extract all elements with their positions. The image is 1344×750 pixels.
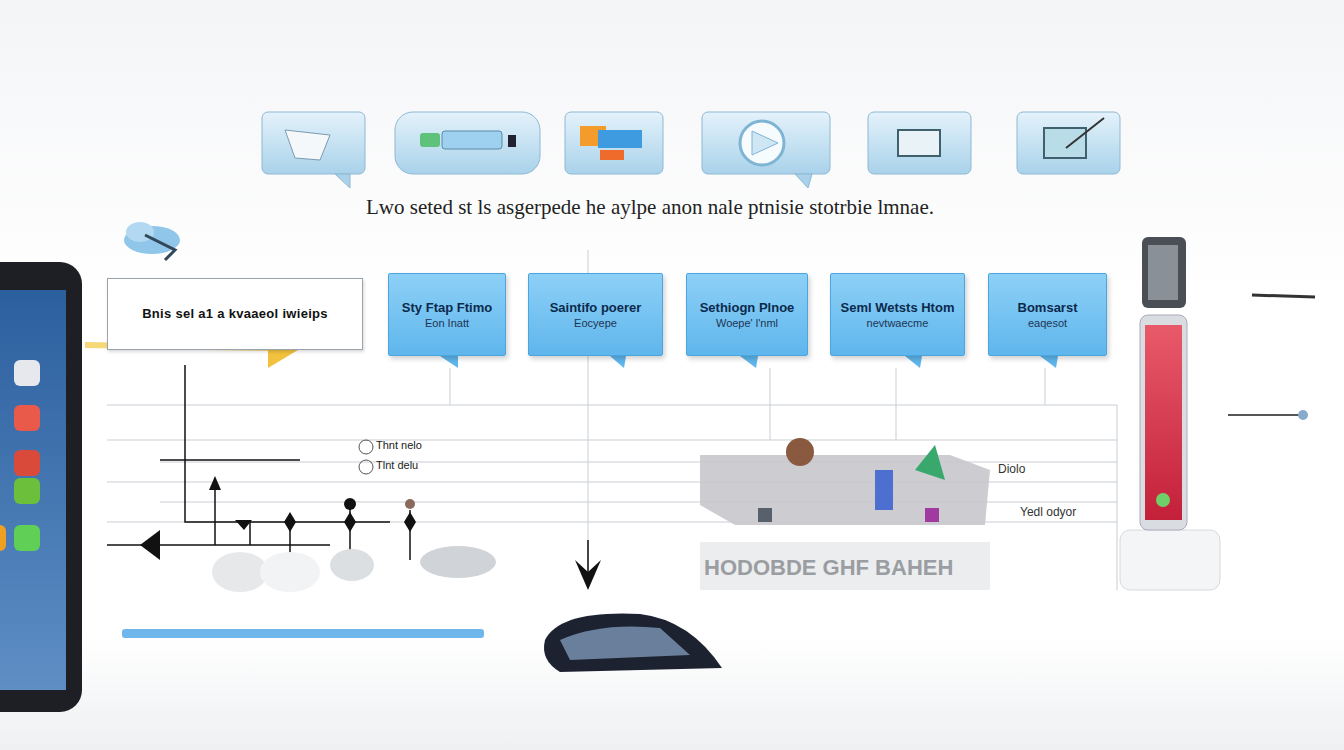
small-label: Thnt nelo [376,439,422,451]
image-panel [700,438,990,590]
callout-bubble: Seml Wetsts Htomnevtwaecme [830,273,965,356]
callout-bubble: Bomsarsteaqesot [988,273,1107,356]
box-body: nevtwaecme [867,316,929,330]
box-heading: Sethiogn Plnoe [700,300,795,316]
phone-left [0,262,82,712]
icon-glyphs [285,118,1104,165]
callout-bubble: Sethiogn PlnoeWoepe' l'nml [686,273,808,356]
icon-row [262,112,1120,188]
cloud-icon [124,222,180,260]
callout-bubble: Saintifo poererEocyepe [528,273,663,356]
small-label: Yedl odyor [1020,505,1076,519]
box-heading: Saintifo poerer [550,300,642,316]
timeline-discs [212,440,496,592]
timeline-wiring [107,365,588,578]
car-illustration [544,614,722,672]
box-body: Woepe' l'nml [716,316,778,330]
car-window [560,627,690,661]
small-label: Diolo [998,462,1025,476]
box-heading: Seml Wetsts Htom [841,300,955,316]
phones-right [1120,237,1315,590]
box-body: Eon Inatt [425,316,469,330]
note-box: Bnis sel a1 a kvaaeol iwieips [107,278,363,350]
timeline-markers [140,476,601,590]
box-heading: Bomsarst [1018,300,1078,316]
box-body: eaqesot [1028,316,1067,330]
heading: Lwo seted st ls asgerpede he aylpe anon … [150,195,1150,220]
faded-caption: HODOBDE GHF BAHEH [704,555,953,581]
box-heading: Sty Ftap Ftimo [402,300,492,316]
grid-lines [107,250,1117,590]
callout-bubble: Sty Ftap FtimoEon Inatt [388,273,506,356]
progress-bar [122,629,484,638]
small-label: Tlnt delu [376,459,418,471]
box-body: Eocyepe [574,316,617,330]
bubble-tails [440,356,1058,368]
box-heading: Bnis sel a1 a kvaaeol iwieips [142,306,328,322]
